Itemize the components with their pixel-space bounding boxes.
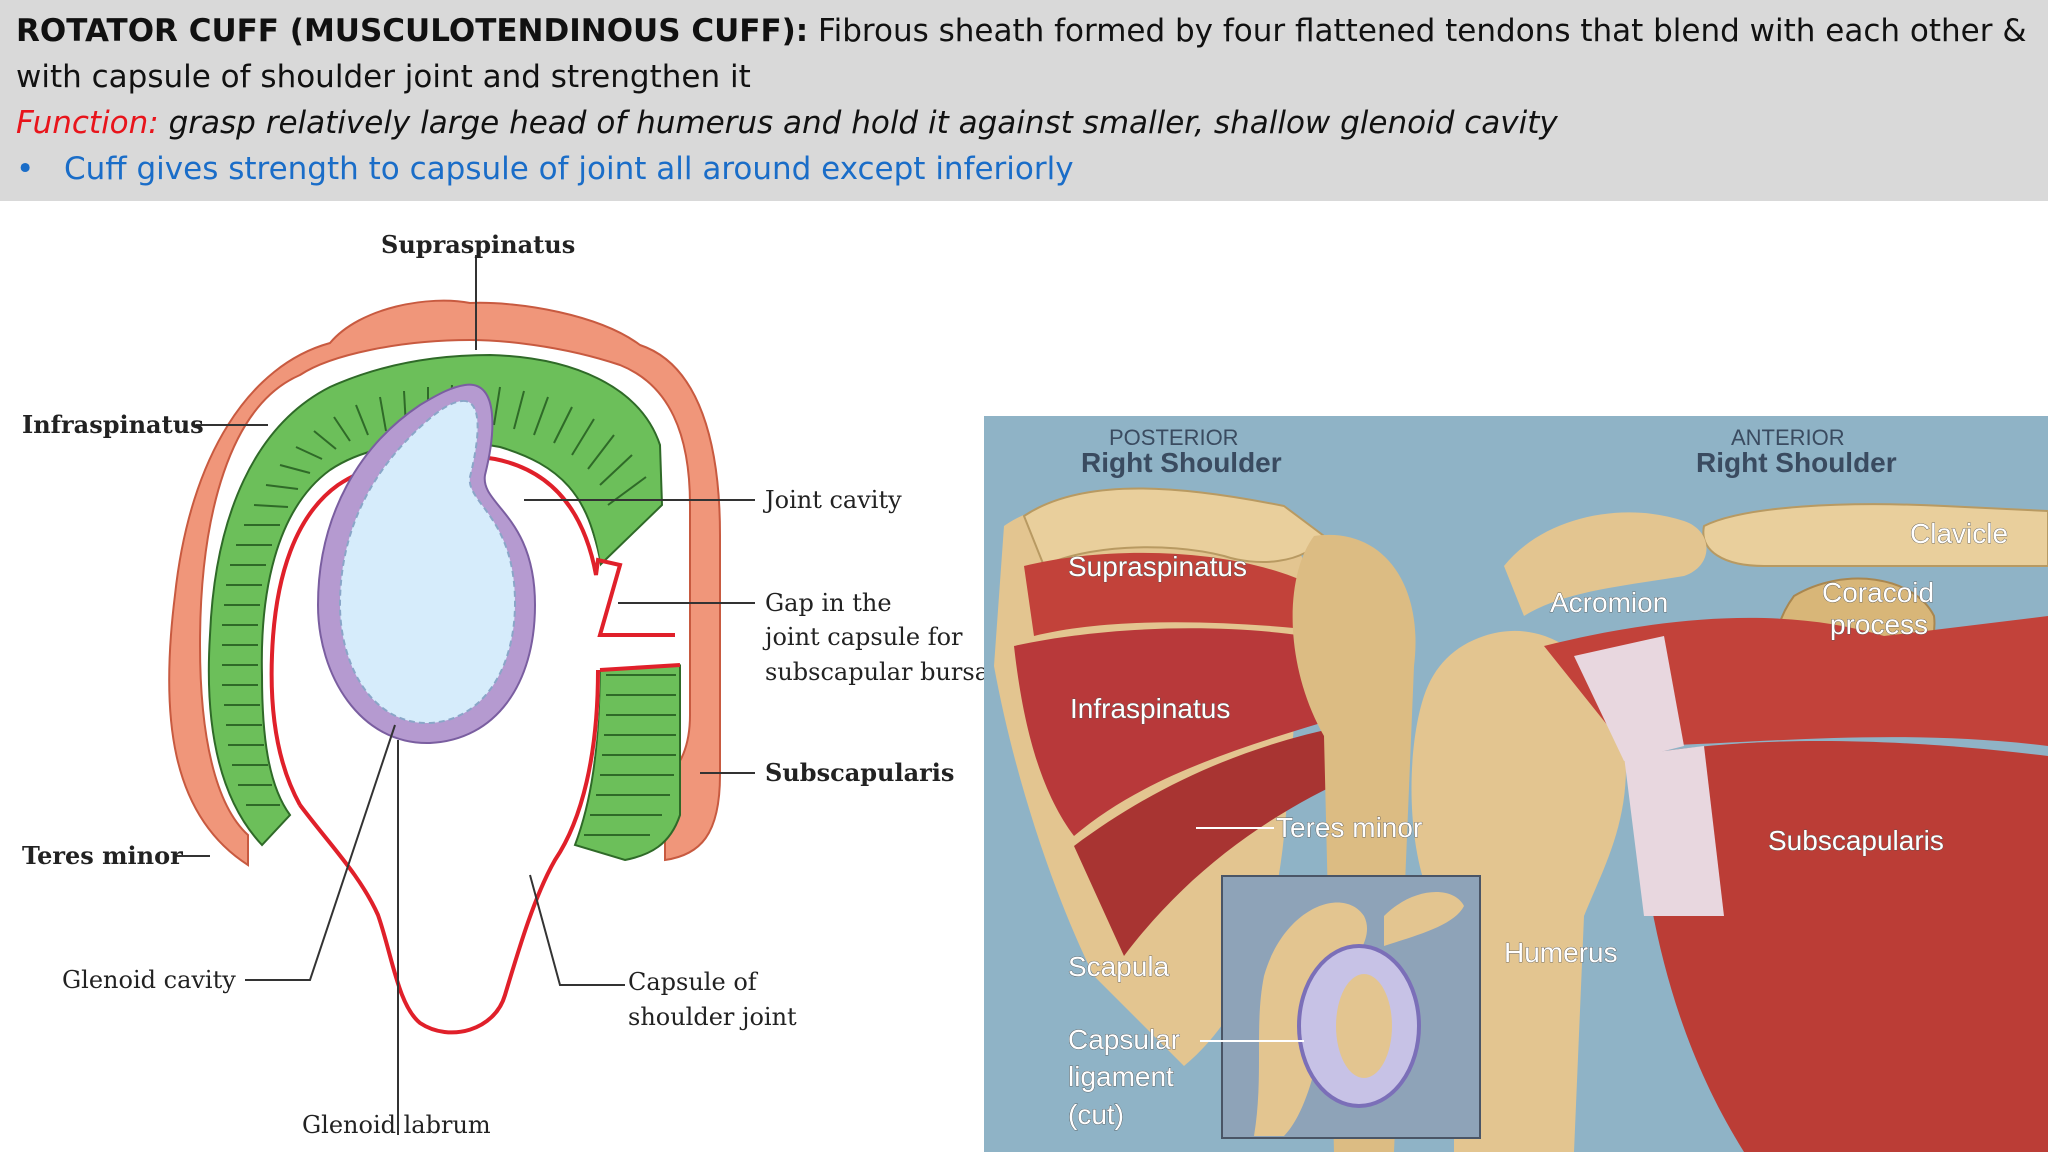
label-gap-1: Gap in the — [765, 589, 892, 617]
photo-label-acromion: Acromion — [1550, 587, 1668, 618]
joint-capsule-line — [269, 453, 681, 1035]
anterior-small-heading: ANTERIOR — [1731, 425, 1845, 450]
bullet-icon: • — [16, 151, 35, 187]
photo-label-capsular-1: Capsular — [1068, 1024, 1180, 1055]
function-line: Function: grasp relatively large head of… — [16, 100, 1558, 146]
photo-label-capsular-2: ligament — [1068, 1061, 1174, 1092]
label-gap-2: joint capsule for — [762, 623, 963, 651]
anterior-big-heading: Right Shoulder — [1696, 447, 1897, 478]
label-supraspinatus: Supraspinatus — [381, 230, 575, 259]
shoulder-anatomy-illustration: POSTERIOR Right Shoulder ANTERIOR Right … — [984, 416, 2048, 1152]
label-capsule-2: shoulder joint — [628, 1003, 797, 1031]
bullet-line: • Cuff gives strength to capsule of joint… — [16, 146, 1074, 192]
label-capsule-1: Capsule of — [628, 968, 759, 996]
inset-glenoid — [1336, 974, 1392, 1078]
photo-label-coracoid-2: process — [1830, 609, 1928, 640]
posterior-big-heading: Right Shoulder — [1081, 447, 1282, 478]
title-line-2: with capsule of shoulder joint and stren… — [16, 59, 751, 95]
label-teres-minor: Teres minor — [22, 841, 183, 870]
photo-label-capsular-3: (cut) — [1068, 1099, 1124, 1130]
clavicle-bone — [1702, 503, 2048, 567]
muscle-fiber-lines — [222, 384, 676, 836]
title-bold: ROTATOR CUFF (MUSCULOTENDINOUS CUFF): — [16, 13, 809, 49]
teres-minor-muscle — [1074, 726, 1354, 956]
photo-label-teres-minor: Teres minor — [1276, 812, 1422, 843]
label-gap-3: subscapular bursa — [765, 658, 989, 686]
glenoid-cavity — [338, 399, 517, 725]
label-glenoid-labrum: Glenoid labrum — [302, 1111, 491, 1139]
function-text: grasp relatively large head of humerus a… — [158, 105, 1558, 141]
photo-label-scapula: Scapula — [1068, 951, 1170, 982]
muscle-band — [207, 353, 664, 847]
rotator-cuff-diagram: Supraspinatus Infraspinatus Joint cavity… — [22, 230, 989, 1139]
acromion-posterior — [1022, 487, 1326, 568]
title-line: ROTATOR CUFF (MUSCULOTENDINOUS CUFF): Fi… — [16, 8, 2027, 54]
posterior-small-heading: POSTERIOR — [1109, 425, 1239, 450]
header-banner: ROTATOR CUFF (MUSCULOTENDINOUS CUFF): Fi… — [0, 0, 2048, 201]
label-infraspinatus: Infraspinatus — [22, 410, 204, 439]
label-subscapularis: Subscapularis — [765, 758, 954, 787]
label-glenoid-cavity: Glenoid cavity — [62, 966, 236, 994]
bullet-text: Cuff gives strength to capsule of joint … — [64, 151, 1074, 187]
photo-label-clavicle: Clavicle — [1910, 518, 2008, 549]
acromion-anterior — [1504, 512, 1707, 616]
inset-acromion — [1384, 892, 1464, 946]
leader-lines — [176, 255, 755, 1135]
infraspinatus-muscle — [1014, 628, 1344, 836]
photo-label-humerus: Humerus — [1504, 937, 1618, 968]
title-rest: Fibrous sheath formed by four flattened … — [808, 13, 2027, 49]
function-label: Function: — [16, 105, 159, 141]
anterior-tendon-sheen — [1574, 636, 1684, 761]
tendon-cuff — [168, 299, 721, 867]
label-joint-cavity: Joint cavity — [762, 486, 902, 514]
photo-label-supraspinatus: Supraspinatus — [1068, 551, 1247, 582]
subscapularis-muscle — [1634, 741, 2048, 1152]
photo-label-infraspinatus: Infraspinatus — [1070, 693, 1230, 724]
supraspinatus-muscle-posterior — [1024, 552, 1324, 636]
photo-label-coracoid-1: Coracoid — [1822, 577, 1934, 608]
photo-label-subscapularis: Subscapularis — [1768, 825, 1944, 856]
subscapularis-tendon-sheen — [1624, 746, 1724, 916]
